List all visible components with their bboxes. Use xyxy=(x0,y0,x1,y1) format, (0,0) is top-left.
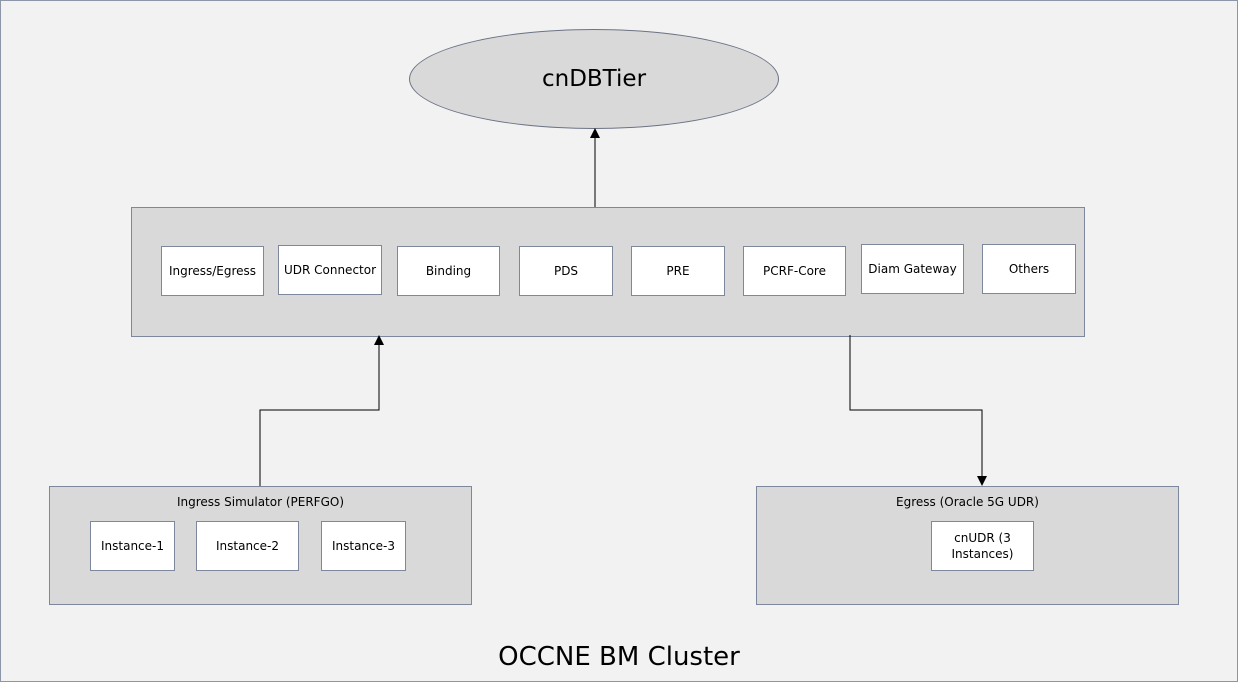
service-pcrf-core: PCRF-Core xyxy=(743,246,846,296)
ingress-instance-1: Instance-1 xyxy=(90,521,175,571)
cluster-label: OCCNE BM Cluster xyxy=(498,642,740,672)
ingress-to-services-arrowhead xyxy=(374,335,384,345)
ingress-instance-2: Instance-2 xyxy=(196,521,299,571)
service-diam-gateway: Diam Gateway xyxy=(861,244,964,294)
service-udr-connector: UDR Connector xyxy=(278,245,382,295)
services-to-db-arrowhead xyxy=(590,128,600,138)
ingress-simulator-title: Ingress Simulator (PERFGO) xyxy=(176,495,345,509)
service-binding: Binding xyxy=(397,246,500,296)
service-others: Others xyxy=(982,244,1076,294)
cndbtier-label: cnDBTier xyxy=(541,66,647,92)
services-to-egress-arrow xyxy=(849,335,983,476)
ingress-instance-3: Instance-3 xyxy=(321,521,406,571)
egress-title: Egress (Oracle 5G UDR) xyxy=(896,495,1039,509)
service-ingress-egress: Ingress/Egress xyxy=(161,246,264,296)
service-pre: PRE xyxy=(631,246,725,296)
services-to-egress-arrowhead xyxy=(977,476,987,486)
egress-cnudr-box: cnUDR (3 Instances) xyxy=(931,521,1034,571)
service-pds: PDS xyxy=(519,246,613,296)
ingress-to-services-arrow xyxy=(259,345,380,486)
cndbtier-database: cnDBTier xyxy=(409,29,779,129)
